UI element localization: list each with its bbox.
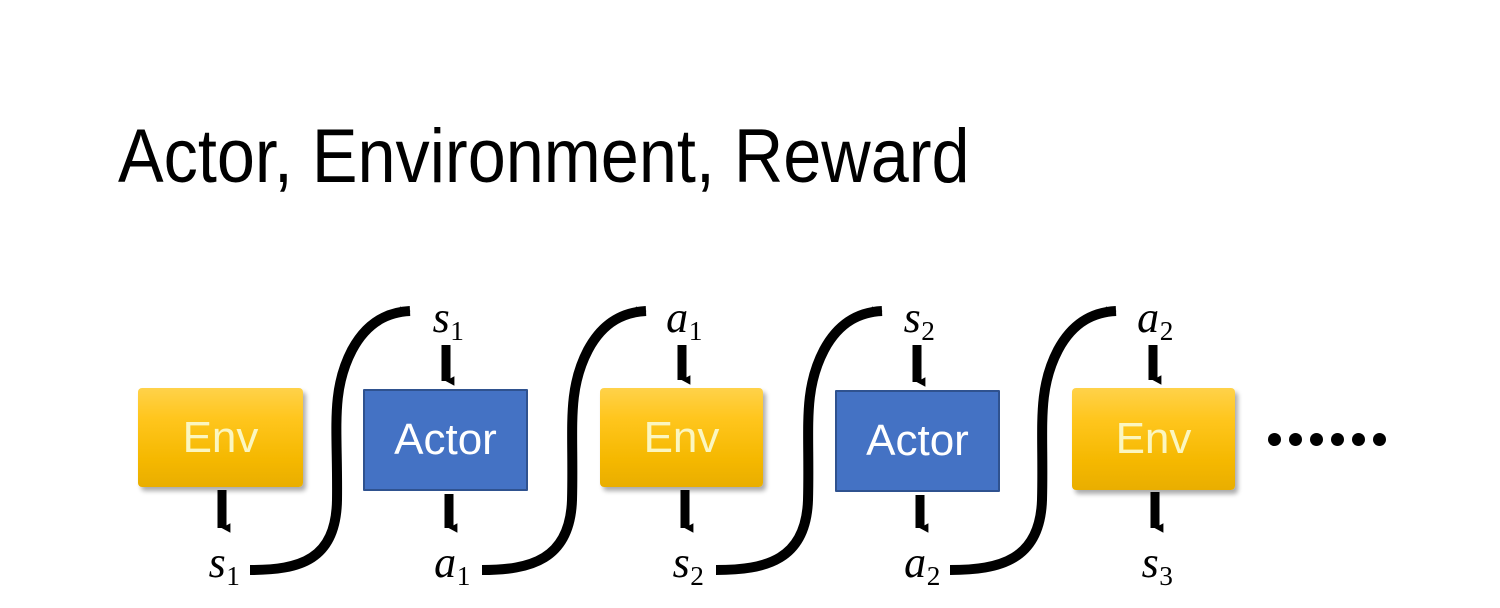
symbol-base: s	[432, 293, 450, 342]
label-action-a1-top: a1	[666, 293, 702, 345]
symbol-subscript: 1	[226, 561, 240, 592]
label-state-s3-bottom: s3	[1141, 538, 1173, 590]
label-state-s1-top: s1	[432, 293, 464, 345]
ellipsis-dot	[1331, 433, 1344, 446]
label-action-a2-bottom: a2	[904, 538, 940, 590]
symbol-base: s	[903, 293, 921, 342]
label-action-a2-top: a2	[1137, 293, 1173, 345]
ellipsis-group-1	[1268, 433, 1323, 446]
symbol-base: a	[666, 293, 689, 342]
symbol-subscript: 2	[690, 561, 704, 592]
node-label: Actor	[866, 416, 969, 465]
node-label: Env	[1115, 414, 1192, 463]
ellipsis-dot	[1268, 433, 1281, 446]
symbol-base: s	[1141, 538, 1159, 587]
symbol-base: s	[208, 538, 226, 587]
page-title: Actor, Environment, Reward	[118, 114, 970, 199]
symbol-base: a	[434, 538, 457, 587]
ellipsis-dot	[1352, 433, 1365, 446]
symbol-subscript: 2	[1159, 316, 1174, 347]
node-label: Actor	[394, 415, 497, 464]
ellipsis-dot	[1310, 433, 1323, 446]
node-label: Env	[643, 412, 720, 462]
ellipsis-dot	[1289, 433, 1302, 446]
node-actor-2[interactable]: Actor	[835, 390, 1000, 492]
node-actor-1[interactable]: Actor	[363, 389, 528, 491]
continuation-ellipsis	[1268, 433, 1386, 446]
label-state-s1-bottom: s1	[208, 538, 240, 590]
symbol-base: s	[672, 538, 690, 587]
label-state-s2-bottom: s2	[672, 538, 704, 590]
symbol-subscript: 3	[1159, 561, 1173, 592]
symbol-subscript: 2	[926, 561, 941, 592]
symbol-base: a	[1137, 293, 1160, 342]
symbol-base: a	[904, 538, 927, 587]
symbol-subscript: 2	[921, 316, 935, 347]
symbol-subscript: 1	[688, 316, 703, 347]
label-action-a1-bottom: a1	[434, 538, 470, 590]
ellipsis-dot	[1373, 433, 1386, 446]
label-state-s2-top: s2	[903, 293, 935, 345]
node-env-1[interactable]: Env	[138, 388, 303, 487]
symbol-subscript: 1	[450, 316, 464, 347]
node-label: Env	[182, 412, 259, 462]
symbol-subscript: 1	[456, 561, 471, 592]
ellipsis-group-2	[1331, 433, 1386, 446]
node-env-3[interactable]: Env	[1072, 388, 1235, 490]
node-env-2[interactable]: Env	[600, 388, 763, 487]
